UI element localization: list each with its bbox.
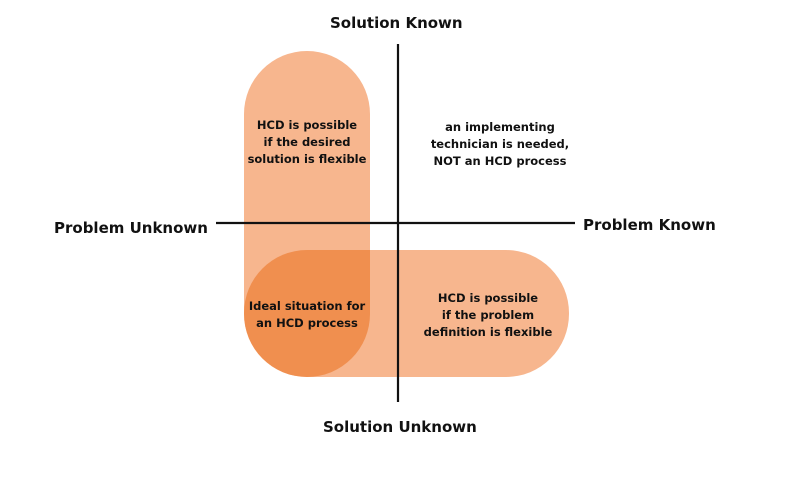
quadrant-top-right-line: technician is needed,: [430, 137, 570, 151]
quadrant-bottom-right-line: HCD is possible: [437, 291, 539, 305]
quadrant-top-left-line: HCD is possible: [256, 118, 358, 132]
quadrant-top-left-text: HCD is possible if the desired solution …: [244, 117, 370, 168]
quadrant-bottom-left-line: an HCD process: [256, 316, 358, 330]
axis-label-top: Solution Known: [330, 14, 463, 32]
quadrant-bottom-right-line: if the problem: [441, 308, 535, 322]
quadrant-top-right-text: an implementing technician is needed, NO…: [412, 119, 588, 170]
overlap-region-ideal-hcd: [244, 250, 370, 377]
quadrant-bottom-right-line: definition is flexible: [423, 325, 553, 339]
axis-label-left: Problem Unknown: [54, 219, 208, 237]
quadrant-top-left-line: if the desired: [263, 135, 351, 149]
quadrant-bottom-right-text: HCD is possible if the problem definitio…: [408, 290, 568, 341]
quadrant-top-left-line: solution is flexible: [247, 152, 367, 166]
quadrant-bottom-left-line: Ideal situation for: [248, 299, 366, 313]
quadrant-top-right-line: NOT an HCD process: [433, 154, 567, 168]
axis-label-bottom: Solution Unknown: [323, 418, 477, 436]
quadrant-bottom-left-text: Ideal situation for an HCD process: [244, 298, 370, 332]
quadrant-top-right-line: an implementing: [445, 120, 555, 134]
axis-label-right: Problem Known: [583, 216, 716, 234]
